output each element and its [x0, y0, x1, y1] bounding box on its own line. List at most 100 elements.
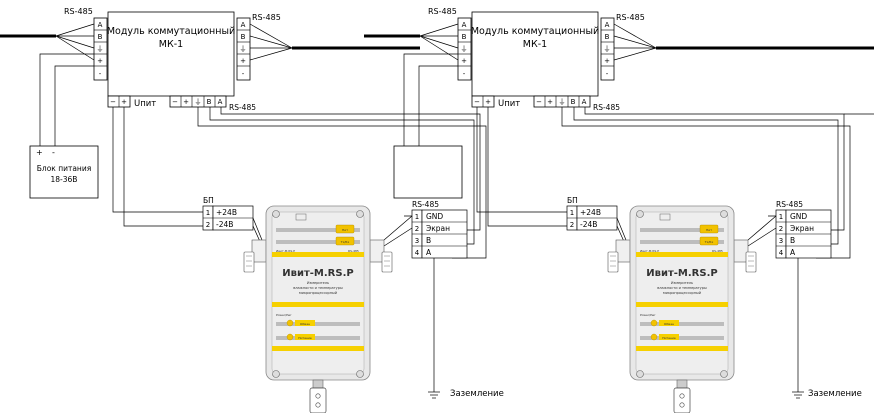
- rs-row-num: 2: [415, 225, 419, 233]
- pin-label: B: [571, 98, 576, 106]
- device-mark: Ивит-M.RS.P: [276, 249, 295, 253]
- rs485-label-right: RS-485: [252, 13, 281, 22]
- rs485-label-right: RS-485: [616, 13, 645, 22]
- rs-row-num: 1: [779, 213, 783, 221]
- bp-row-label: +24В: [580, 208, 601, 217]
- psu-minus: -: [52, 148, 55, 157]
- pin-label: −: [110, 98, 116, 106]
- rs-row-num: 3: [415, 237, 419, 245]
- pin-label: −: [172, 98, 178, 106]
- pin-label: B: [207, 98, 212, 106]
- bp-row-num: 2: [206, 221, 210, 229]
- led-label: Обмен: [664, 322, 674, 326]
- pin-label: A: [98, 21, 103, 29]
- labels-right: RS-485 RS-485 Модуль коммутационный МК-1…: [428, 7, 862, 399]
- pin-label: +: [240, 57, 246, 65]
- device-mark: Power/Pwr: [276, 313, 292, 317]
- pin-label: −: [536, 98, 542, 106]
- pin-label: A: [462, 21, 467, 29]
- rs-row-label: B: [790, 236, 795, 245]
- rs-row-num: 1: [415, 213, 419, 221]
- pin-label: +: [547, 98, 553, 106]
- pin-label: A: [241, 21, 246, 29]
- pin-label: A: [582, 98, 587, 106]
- led-label: Tx/Rx: [340, 240, 350, 244]
- bp-row-label: -24В: [580, 220, 597, 229]
- pin-label: -: [242, 70, 245, 78]
- pin-label: -: [99, 70, 102, 78]
- module-model: МК-1: [523, 39, 547, 50]
- labels-left: RS-485 RS-485 Модуль коммутационный МК-1…: [36, 7, 504, 399]
- pin-label: B: [98, 33, 103, 41]
- led-label: Обмен: [300, 322, 310, 326]
- rs-row-label: GND: [426, 212, 443, 221]
- led-label: Tx/Rx: [704, 240, 714, 244]
- pin-label: ⏚: [195, 98, 202, 106]
- pin-label: B: [605, 33, 610, 41]
- rs-row-label: A: [426, 248, 432, 257]
- device-name: Ивит-M.RS.P: [646, 268, 717, 279]
- bp-row-num: 1: [206, 209, 210, 217]
- pin-label: +: [461, 57, 467, 65]
- device-mark: RS-485: [712, 249, 723, 253]
- led-label: Пит: [706, 228, 712, 232]
- pin-label: ⏚: [461, 45, 468, 53]
- pin-label: -: [606, 70, 609, 78]
- rs-table-title: RS-485: [776, 200, 803, 209]
- upit-label: Uпит: [498, 99, 520, 109]
- led-label: Питание: [662, 336, 676, 340]
- rs-row-label: Экран: [426, 224, 450, 233]
- ground-label: Заземление: [450, 389, 504, 399]
- device-desc: микропроцессорный: [663, 291, 701, 295]
- device-name: Ивит-M.RS.P: [282, 268, 353, 279]
- pin-label: +: [183, 98, 189, 106]
- led-label: Питание: [298, 336, 312, 340]
- device-desc: Измеритель: [307, 281, 329, 285]
- device-desc: Измеритель: [671, 281, 693, 285]
- bp-table-title: БП: [567, 196, 578, 205]
- psu-voltage: 18-36В: [51, 175, 78, 184]
- bp-row-num: 1: [570, 209, 574, 217]
- rs-row-num: 4: [779, 249, 784, 257]
- upit-label: Uпит: [134, 99, 156, 109]
- bp-row-label: -24В: [216, 220, 233, 229]
- rs485-label-left: RS-485: [428, 7, 457, 16]
- rs485-label-left: RS-485: [64, 7, 93, 16]
- bp-row-num: 2: [570, 221, 574, 229]
- ground-label: Заземление: [808, 389, 862, 399]
- rs485-label-bus: RS-485: [593, 103, 620, 112]
- bp-row-label: +24В: [216, 208, 237, 217]
- pin-label: ⏚: [97, 45, 104, 53]
- pin-label: ⏚: [559, 98, 566, 106]
- pin-label: A: [605, 21, 610, 29]
- module-title: Модуль коммутационный: [471, 26, 599, 37]
- rs485-label-bus: RS-485: [229, 103, 256, 112]
- rs-row-num: 3: [779, 237, 783, 245]
- module-model: МК-1: [159, 39, 183, 50]
- rs-table-title: RS-485: [412, 200, 439, 209]
- pin-label: +: [604, 57, 610, 65]
- rs-row-label: GND: [790, 212, 807, 221]
- device-mark: Ивит-M.RS.P: [640, 249, 659, 253]
- pin-label: +: [121, 98, 127, 106]
- psu-plus: +: [36, 148, 43, 157]
- device-desc: микропроцессорный: [299, 291, 337, 295]
- bp-table-title: БП: [203, 196, 214, 205]
- pin-label: +: [97, 57, 103, 65]
- rs-row-label: A: [790, 248, 796, 257]
- device-mark: Power/Pwr: [640, 313, 656, 317]
- rs-row-label: B: [426, 236, 431, 245]
- pin-label: B: [462, 33, 467, 41]
- pin-label: −: [474, 98, 480, 106]
- pin-label: ⏚: [604, 45, 611, 53]
- pin-label: +: [485, 98, 491, 106]
- rs-row-num: 2: [779, 225, 783, 233]
- pin-label: -: [463, 70, 466, 78]
- pin-label: ⏚: [240, 45, 247, 53]
- rs-row-num: 4: [415, 249, 420, 257]
- rs-row-label: Экран: [790, 224, 814, 233]
- device-desc: влажности и температуры: [657, 286, 707, 290]
- pin-label: B: [241, 33, 246, 41]
